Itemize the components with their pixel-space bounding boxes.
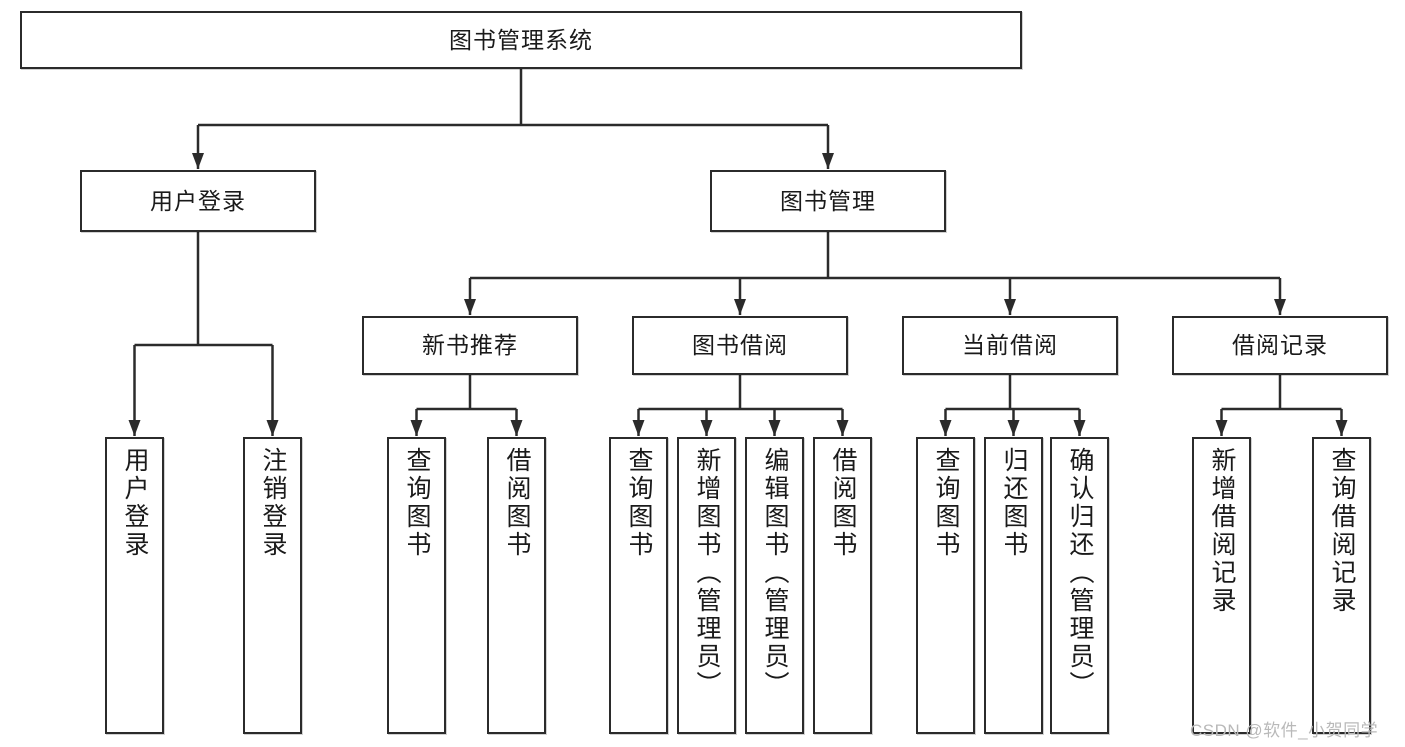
tree-node-label: 编辑图书（管理员） <box>761 447 789 699</box>
tree-node-label: 归还图书 <box>1000 447 1028 559</box>
tree-node-label: 借阅记录 <box>1232 332 1328 359</box>
tree-node-l2-a[interactable]: 新书推荐 <box>362 316 578 375</box>
tree-node-l1-a[interactable]: 用户登录 <box>80 170 316 232</box>
arrowhead-icon <box>464 299 476 315</box>
tree-node-label: 新增借阅记录 <box>1208 447 1236 615</box>
tree-node-leaf-9[interactable]: 查询图书 <box>916 437 975 734</box>
tree-node-label: 查询图书 <box>932 447 960 559</box>
arrowhead-icon <box>1274 299 1286 315</box>
tree-node-leaf-4[interactable]: 借阅图书 <box>487 437 546 734</box>
tree-node-l2-b[interactable]: 图书借阅 <box>632 316 848 375</box>
tree-node-label: 查询图书 <box>625 447 653 559</box>
tree-node-label: 当前借阅 <box>962 332 1058 359</box>
arrowhead-icon <box>192 153 204 169</box>
arrowhead-icon <box>1073 420 1086 436</box>
arrowhead-icon <box>510 420 523 436</box>
tree-node-l1-b[interactable]: 图书管理 <box>710 170 946 232</box>
arrowhead-icon <box>1007 420 1020 436</box>
tree-node-label: 确认归还（管理员） <box>1066 447 1094 699</box>
tree-node-leaf-2[interactable]: 注销登录 <box>243 437 302 734</box>
tree-node-label: 图书管理系统 <box>449 26 593 53</box>
tree-node-leaf-6[interactable]: 新增图书（管理员） <box>677 437 736 734</box>
tree-node-root[interactable]: 图书管理系统 <box>20 11 1022 69</box>
tree-node-label: 图书管理 <box>780 187 876 214</box>
arrowhead-icon <box>1215 420 1228 436</box>
arrowhead-icon <box>410 420 423 436</box>
arrowhead-icon <box>822 153 834 169</box>
tree-node-label: 新书推荐 <box>422 332 518 359</box>
tree-node-leaf-1[interactable]: 用户登录 <box>105 437 164 734</box>
tree-node-label: 用户登录 <box>121 447 149 559</box>
tree-node-leaf-3[interactable]: 查询图书 <box>387 437 446 734</box>
tree-node-l2-c[interactable]: 当前借阅 <box>902 316 1118 375</box>
tree-node-label: 借阅图书 <box>503 447 531 559</box>
arrowhead-icon <box>1004 299 1016 315</box>
tree-node-label: 查询借阅记录 <box>1328 447 1356 615</box>
tree-node-label: 查询图书 <box>403 447 431 559</box>
arrowhead-icon <box>128 420 141 436</box>
arrowhead-icon <box>734 299 746 315</box>
arrowhead-icon <box>266 420 279 436</box>
arrowhead-icon <box>700 420 713 436</box>
tree-node-leaf-10[interactable]: 归还图书 <box>984 437 1043 734</box>
tree-node-leaf-7[interactable]: 编辑图书（管理员） <box>745 437 804 734</box>
tree-node-leaf-12[interactable]: 新增借阅记录 <box>1192 437 1251 734</box>
tree-node-leaf-5[interactable]: 查询图书 <box>609 437 668 734</box>
tree-node-leaf-13[interactable]: 查询借阅记录 <box>1312 437 1371 734</box>
tree-node-leaf-11[interactable]: 确认归还（管理员） <box>1050 437 1109 734</box>
arrowhead-icon <box>1335 420 1348 436</box>
tree-node-leaf-8[interactable]: 借阅图书 <box>813 437 872 734</box>
tree-node-label: 注销登录 <box>259 447 287 559</box>
csdn-watermark: CSDN @软件_小贺同学 <box>1190 721 1379 740</box>
arrowhead-icon <box>768 420 781 436</box>
arrowhead-icon <box>632 420 645 436</box>
tree-node-l2-d[interactable]: 借阅记录 <box>1172 316 1388 375</box>
tree-node-label: 用户登录 <box>150 187 246 214</box>
tree-node-label: 图书借阅 <box>692 332 788 359</box>
arrowhead-icon <box>836 420 849 436</box>
tree-node-label: 借阅图书 <box>829 447 857 559</box>
arrowhead-icon <box>939 420 952 436</box>
tree-node-label: 新增图书（管理员） <box>693 447 721 699</box>
